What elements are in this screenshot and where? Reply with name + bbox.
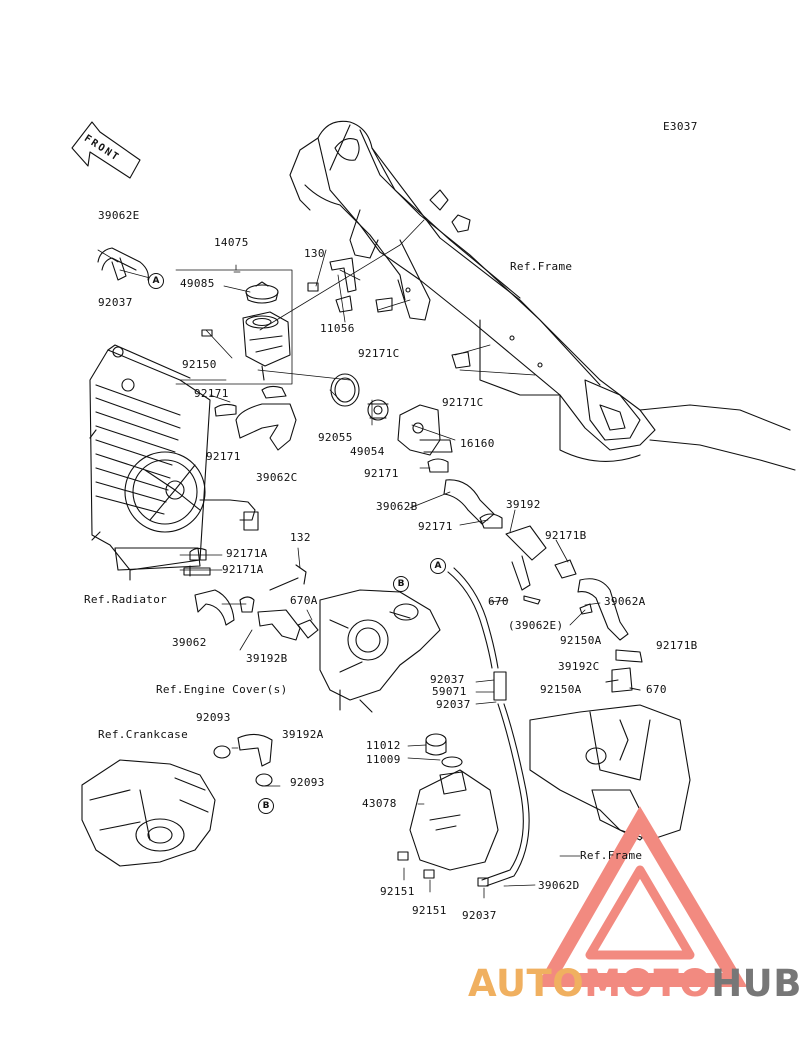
watermark-part-2: MOTO [584,962,712,1005]
part-92093-1[interactable]: 92093 [196,711,231,724]
part-39062E-ref[interactable]: (39062E) [508,619,564,632]
part-92150[interactable]: 92150 [182,358,217,371]
leader-lines-top [97,219,601,626]
watermark-logo: AUTOMOTOHUB [468,964,800,1004]
connection-marker-a-bottom: A [430,558,446,574]
thermostat-parts [97,247,547,591]
part-39192C[interactable]: 39192C [558,660,600,673]
part-39062D[interactable]: 39062D [538,879,580,892]
part-92037-2[interactable]: 92037 [430,673,465,686]
part-39062C[interactable]: 39062C [256,471,298,484]
ref-frame-top: Ref.Frame [510,260,573,273]
part-670A[interactable]: 670A [290,594,318,607]
connection-marker-b-top: B [393,576,409,592]
part-92151-2[interactable]: 92151 [412,904,447,917]
ref-engine-cover: Ref.Engine Cover(s) [156,683,288,696]
part-92037[interactable]: 92037 [98,296,133,309]
part-11056[interactable]: 11056 [320,322,355,335]
part-59071[interactable]: 59071 [432,685,467,698]
part-39192A[interactable]: 39192A [282,728,324,741]
part-92171B-1[interactable]: 92171B [545,529,587,542]
part-670-2[interactable]: 670 [646,683,667,696]
part-92093-2[interactable]: 92093 [290,776,325,789]
connection-marker-a-top: A [148,273,164,289]
part-92171-4[interactable]: 92171 [418,520,453,533]
ref-radiator: Ref.Radiator [84,593,168,606]
part-39062E[interactable]: 39062E [98,209,140,222]
connection-marker-b-bottom: B [258,798,274,814]
engine-cover-drawing [319,589,441,713]
part-49085[interactable]: 49085 [180,277,215,290]
ref-crankcase: Ref.Crankcase [98,728,188,741]
part-92171-2[interactable]: 92171 [206,450,241,463]
part-39062[interactable]: 39062 [172,636,207,649]
part-39062B[interactable]: 39062B [376,500,418,513]
watermark-part-3: HUB [711,962,800,1005]
part-11012[interactable]: 11012 [366,739,401,752]
part-92055[interactable]: 92055 [318,431,353,444]
part-11009[interactable]: 11009 [366,753,401,766]
part-39192[interactable]: 39192 [506,498,541,511]
part-39062A[interactable]: 39062A [604,595,646,608]
part-92171A-1[interactable]: 92171A [226,547,268,560]
part-39192B[interactable]: 39192B [246,652,288,665]
reservoir-tank-drawing [397,704,691,887]
part-92171A-2[interactable]: 92171A [222,563,264,576]
part-14075[interactable]: 14075 [214,236,249,249]
watermark-triangle [535,806,748,987]
part-92151-1[interactable]: 92151 [380,885,415,898]
part-92037-3[interactable]: 92037 [436,698,471,711]
part-92171-1[interactable]: 92171 [194,387,229,400]
part-92171-3[interactable]: 92171 [364,467,399,480]
part-92150A-2[interactable]: 92150A [540,683,582,696]
part-92150A-1[interactable]: 92150A [560,634,602,647]
part-92171C-2[interactable]: 92171C [442,396,484,409]
watermark-part-1: AUTO [468,962,585,1005]
leader-lines-bottom [179,271,581,899]
crankcase-drawing [81,733,273,867]
part-92037-4[interactable]: 92037 [462,909,497,922]
part-43078[interactable]: 43078 [362,797,397,810]
radiator-drawing [89,344,259,581]
part-92171B-2[interactable]: 92171B [656,639,698,652]
part-16160[interactable]: 16160 [460,437,495,450]
frame-drawing [289,120,796,471]
part-670-1[interactable]: 670 [488,595,509,608]
part-132[interactable]: 132 [290,531,311,544]
lower-hoses [183,547,643,887]
part-49054[interactable]: 49054 [350,445,385,458]
part-92171C-1[interactable]: 92171C [358,347,400,360]
front-arrow [71,121,141,179]
ref-frame-bottom: Ref.Frame [580,849,643,862]
diagram-code: E3037 [663,120,698,133]
part-130[interactable]: 130 [304,247,325,260]
